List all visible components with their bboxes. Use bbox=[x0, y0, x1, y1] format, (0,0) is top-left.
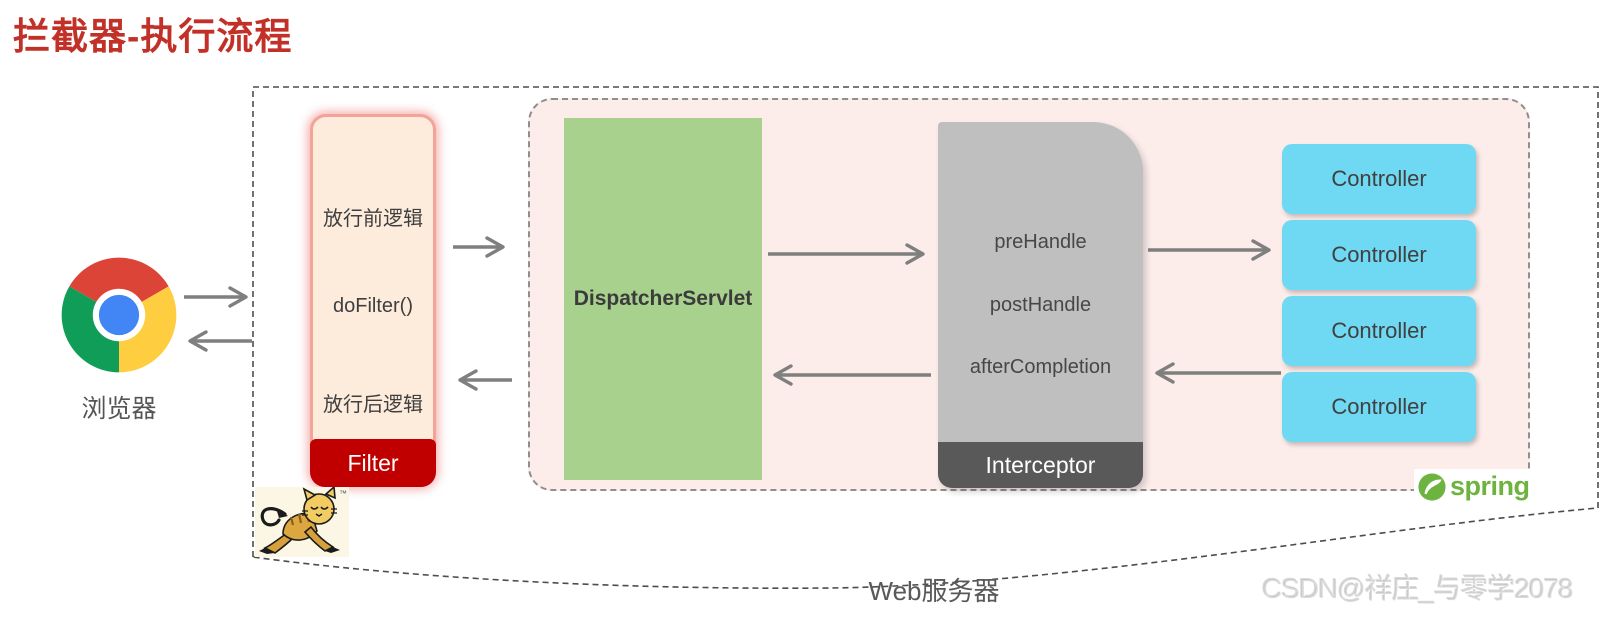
browser-group: 浏览器 bbox=[58, 254, 180, 425]
filter-title-bar: Filter bbox=[310, 439, 436, 487]
controller-box: Controller bbox=[1282, 220, 1476, 290]
watermark: CSDN@祥庄_与零学2078 bbox=[1262, 573, 1574, 604]
interceptor-box: preHandle postHandle afterCompletion Int… bbox=[938, 122, 1143, 488]
controller-box: Controller bbox=[1282, 372, 1476, 442]
page-title: 拦截器-执行流程 bbox=[13, 16, 293, 57]
interceptor-method-posthandle: postHandle bbox=[989, 294, 1092, 316]
interceptor-method-aftercompletion: afterCompletion bbox=[969, 356, 1112, 378]
interceptor-title-bar: Interceptor bbox=[938, 442, 1143, 488]
filter-step-before: 放行前逻辑 bbox=[323, 208, 423, 230]
controller-box: Controller bbox=[1282, 144, 1476, 214]
tomcat-tm: ™ bbox=[339, 489, 347, 498]
web-server-label: Web服务器 bbox=[868, 576, 1000, 606]
dispatcher-servlet-box: DispatcherServlet bbox=[564, 118, 762, 480]
controller-box: Controller bbox=[1282, 296, 1476, 366]
filter-step-after: 放行后逻辑 bbox=[323, 394, 423, 416]
spring-leaf-icon bbox=[1418, 472, 1446, 501]
browser-label: 浏览器 bbox=[81, 395, 157, 423]
spring-logo-text: spring bbox=[1450, 471, 1530, 501]
spring-logo: spring bbox=[1414, 469, 1532, 504]
interceptor-method-prehandle: preHandle bbox=[994, 231, 1087, 253]
filter-step-dofilter: doFilter() bbox=[332, 295, 413, 317]
chrome-icon bbox=[61, 257, 177, 373]
tomcat-logo: ™ bbox=[255, 485, 349, 562]
tomcat-icon: ™ bbox=[255, 485, 349, 557]
filter-box: 放行前逻辑 doFilter() 放行后逻辑 Filter bbox=[310, 114, 436, 487]
